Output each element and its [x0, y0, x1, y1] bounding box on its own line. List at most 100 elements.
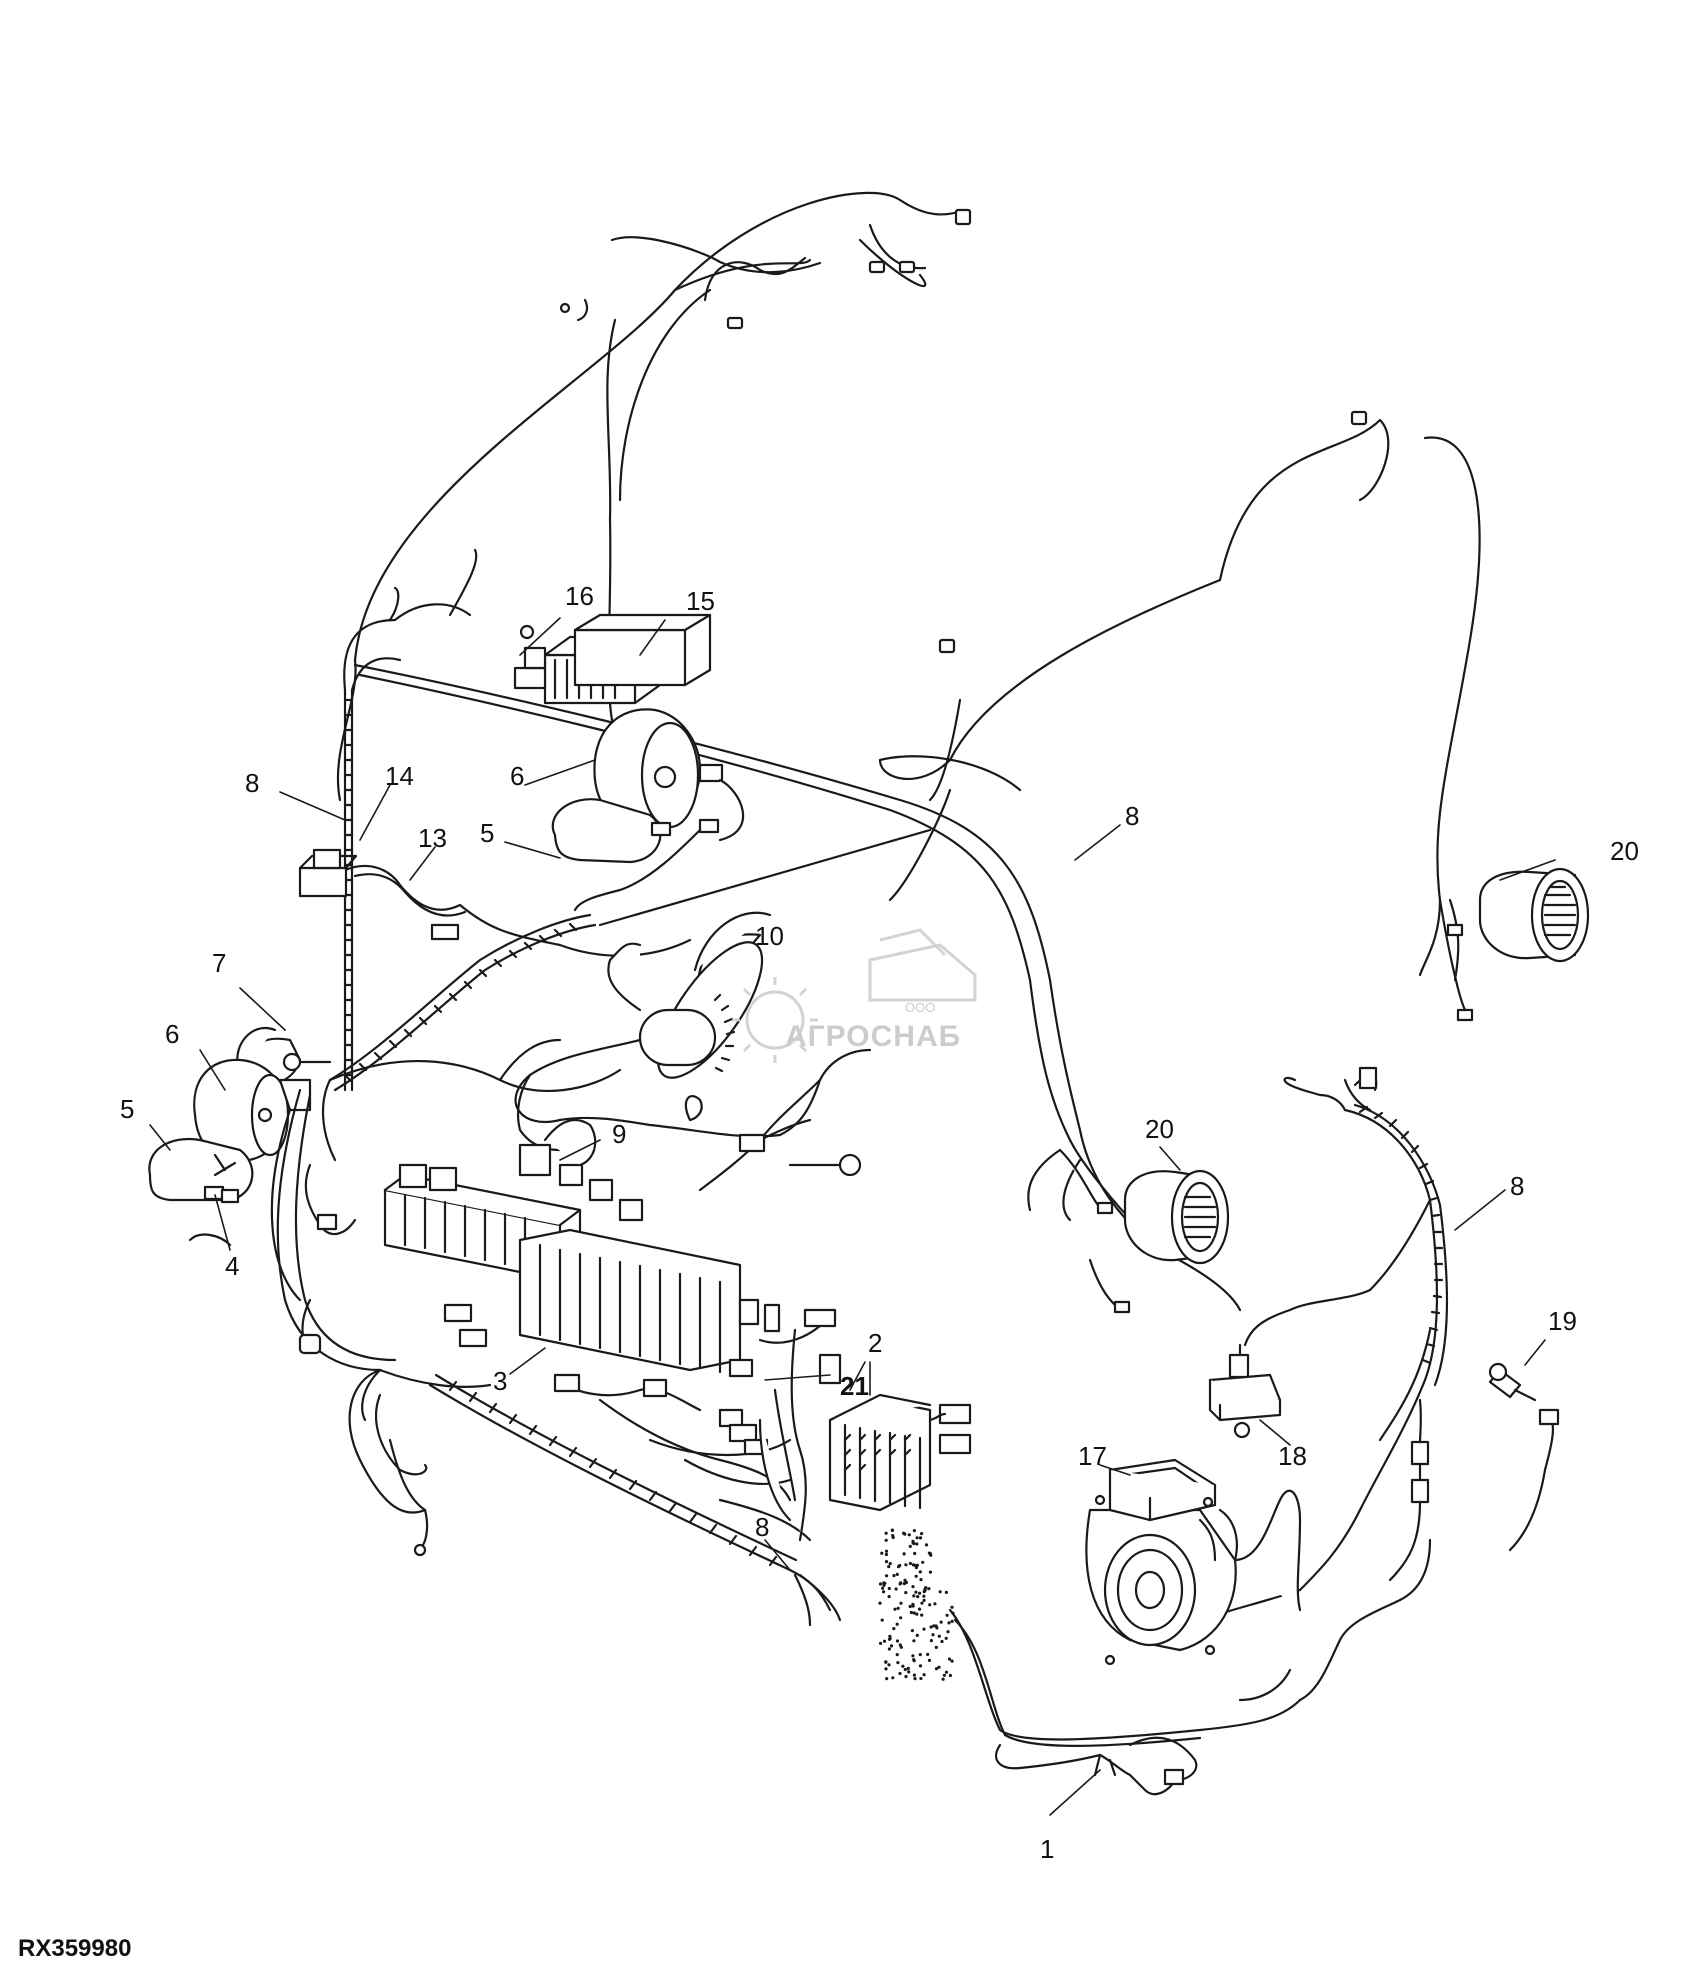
- stipple-dot: [922, 1673, 926, 1677]
- stipple-dot: [912, 1611, 916, 1615]
- stipple-dot: [918, 1570, 922, 1574]
- stipple-dot: [937, 1665, 941, 1669]
- harness-13: [298, 848, 692, 957]
- stipple-dot: [941, 1677, 945, 1681]
- stipple-dot: [911, 1654, 915, 1658]
- stipple-dot: [892, 1574, 896, 1578]
- stipple-dot: [921, 1560, 925, 1564]
- callout-6-left: 6: [165, 1019, 179, 1049]
- stipple-dot: [885, 1677, 889, 1681]
- stipple-dot: [915, 1612, 919, 1616]
- stipple-dot: [918, 1536, 923, 1540]
- stipple-dot: [920, 1601, 924, 1605]
- callout-8-bottom: 8: [755, 1512, 769, 1542]
- stipple-dot: [912, 1594, 916, 1598]
- bottom-spiral-harness: [348, 1368, 842, 1627]
- stipple-dot: [944, 1636, 948, 1640]
- stipple-dot: [895, 1572, 899, 1576]
- callout-5-upper: 5: [480, 818, 494, 848]
- stipple-dot: [934, 1645, 938, 1649]
- lower-cable-1: [948, 1538, 1432, 1796]
- upper-cluster: [513, 613, 712, 705]
- work-lamp-lower: [1058, 1148, 1230, 1314]
- stipple-dot: [932, 1624, 936, 1628]
- stipple-dot: [931, 1633, 935, 1637]
- stipple-dot: [947, 1657, 952, 1661]
- stipple-dot: [918, 1664, 923, 1668]
- stipple-dot: [920, 1532, 924, 1536]
- stipple-dot: [892, 1627, 896, 1631]
- callout-3: 3: [493, 1366, 507, 1396]
- stipple-dot: [903, 1532, 907, 1536]
- roof-harness: [336, 191, 1481, 1012]
- relay-block: [518, 1228, 837, 1378]
- stipple-dot: [887, 1586, 891, 1591]
- stipple-dot: [894, 1587, 898, 1591]
- stipple-dot: [887, 1647, 892, 1651]
- stipple-dot: [889, 1644, 894, 1648]
- blower-17: [1085, 1458, 1302, 1666]
- stipple-dot: [924, 1586, 928, 1590]
- callout-19: 19: [1548, 1306, 1577, 1336]
- stipple-dot: [914, 1574, 918, 1578]
- stipple-dot: [904, 1591, 908, 1595]
- callout-labels: 1 2 3 4 5 5 6 6 7 8 8 8 8 9 10 13 14 15 …: [120, 581, 1639, 1864]
- middle-spiral-harness: [322, 828, 932, 1162]
- stipple-dot: [880, 1551, 884, 1555]
- central-drum: [607, 911, 772, 1079]
- stipple-dot: [908, 1604, 912, 1609]
- stipple-dot: [934, 1624, 938, 1628]
- stipple-dot: [911, 1585, 915, 1589]
- watermark: ООО АГРОСНАБ: [732, 928, 977, 1063]
- stipple-dot: [929, 1639, 934, 1643]
- stipple-dot: [939, 1620, 943, 1624]
- stipple-dot: [896, 1661, 900, 1665]
- stipple-dot: [937, 1634, 941, 1638]
- callout-8-right-lower: 8: [1510, 1171, 1524, 1201]
- stipple-dot: [884, 1667, 888, 1671]
- stipple-dot: [882, 1581, 886, 1585]
- callout-2: 2: [868, 1328, 882, 1358]
- callout-20-lower: 20: [1145, 1114, 1174, 1144]
- stipple-dot: [946, 1630, 950, 1634]
- stipple-dot: [895, 1639, 900, 1643]
- stipple-dot: [911, 1602, 915, 1606]
- stipple-dot: [902, 1552, 906, 1556]
- stipple-dot: [881, 1586, 885, 1590]
- callout-8-left: 8: [245, 768, 259, 798]
- stipple-dot: [914, 1566, 919, 1570]
- stipple-dot: [915, 1542, 919, 1546]
- stipple-dot: [887, 1663, 891, 1667]
- stipple-dot: [887, 1595, 891, 1599]
- stipple-dot: [904, 1675, 908, 1679]
- callout-10: 10: [755, 921, 784, 951]
- stipple-dot: [916, 1595, 920, 1599]
- stipple-dot: [884, 1552, 889, 1557]
- stipple-dot: [929, 1553, 933, 1557]
- watermark-brand: АГРОСНАБ: [785, 1020, 961, 1053]
- stipple-dot: [918, 1653, 922, 1657]
- stipple-dot: [898, 1643, 902, 1647]
- stipple-dot: [912, 1639, 916, 1643]
- stipple-dot: [909, 1610, 914, 1615]
- stipple-dot: [906, 1666, 910, 1670]
- stipple-dot: [888, 1634, 892, 1638]
- watermark-prefix: ООО: [905, 1000, 935, 1015]
- stipple-dot: [884, 1660, 888, 1664]
- stipple-dot: [927, 1587, 931, 1591]
- stipple-dot: [942, 1673, 947, 1677]
- stipple-dot: [927, 1658, 932, 1662]
- stipple-dot: [922, 1598, 926, 1602]
- stipple-dot: [947, 1621, 951, 1625]
- stipple-dot: [944, 1590, 949, 1594]
- stipple-dot: [898, 1671, 902, 1676]
- stipple-dot: [912, 1673, 917, 1677]
- callout-18: 18: [1278, 1441, 1307, 1471]
- stipple-dot: [908, 1544, 912, 1548]
- callout-1: 1: [1040, 1834, 1054, 1864]
- stipple-dot: [884, 1531, 888, 1535]
- stipple-dot: [945, 1613, 949, 1617]
- stipple-dot: [901, 1664, 905, 1668]
- stipple-dot: [940, 1639, 944, 1644]
- stipple-dot: [915, 1536, 919, 1540]
